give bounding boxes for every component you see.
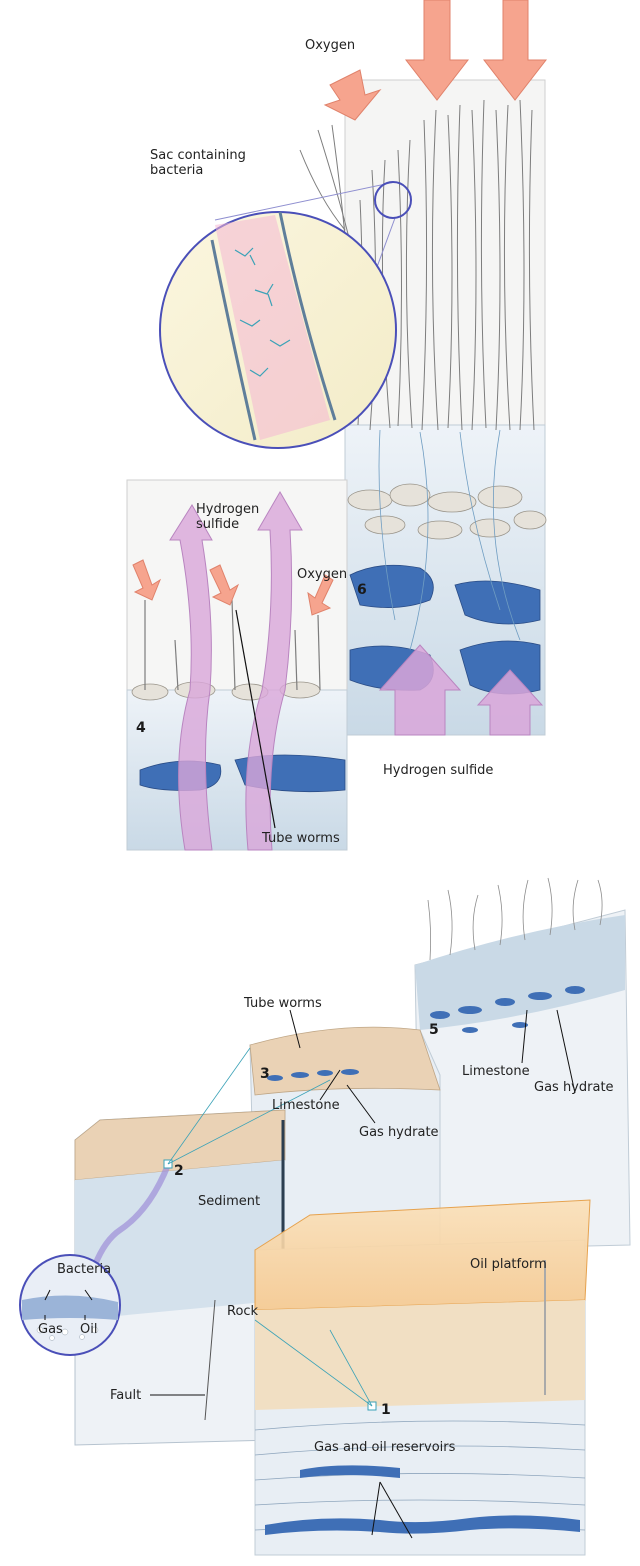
label-limestone-right: Limestone <box>462 1064 530 1079</box>
label-bacteria: Bacteria <box>57 1262 111 1277</box>
label-hydrogen-sulfide-right: Hydrogen sulfide <box>383 763 493 778</box>
label-gas-bubble: Gas <box>38 1322 63 1337</box>
number-4: 4 <box>136 720 146 736</box>
block-1-oil-platform <box>255 1200 590 1555</box>
label-sac-containing-bacteria: Sac containing bacteria <box>150 148 265 178</box>
number-5: 5 <box>429 1022 439 1038</box>
label-limestone-mid: Limestone <box>272 1098 340 1113</box>
label-gas-hydrate-right: Gas hydrate <box>534 1080 614 1095</box>
label-gas-oil-reservoirs: Gas and oil reservoirs <box>314 1440 474 1455</box>
label-fault: Fault <box>110 1388 141 1403</box>
label-oil-layer: Oil <box>80 1322 97 1337</box>
label-oxygen-top: Oxygen <box>305 38 355 53</box>
number-6: 6 <box>357 582 367 598</box>
number-2: 2 <box>174 1163 184 1179</box>
label-tube-worms-top: Tube worms <box>262 831 340 846</box>
label-sediment: Sediment <box>198 1194 260 1209</box>
label-tube-worms-bottom: Tube worms <box>244 996 322 1011</box>
number-3: 3 <box>260 1066 270 1082</box>
label-rock: Rock <box>227 1304 258 1319</box>
label-gas-hydrate-mid: Gas hydrate <box>359 1125 439 1140</box>
number-1: 1 <box>381 1402 391 1418</box>
seep-column-4 <box>127 480 347 850</box>
label-hydrogen-sulfide-left: Hydrogen sulfide <box>196 502 286 532</box>
label-oil-platform: Oil platform <box>470 1257 547 1272</box>
label-oxygen-left: Oxygen <box>297 567 347 582</box>
